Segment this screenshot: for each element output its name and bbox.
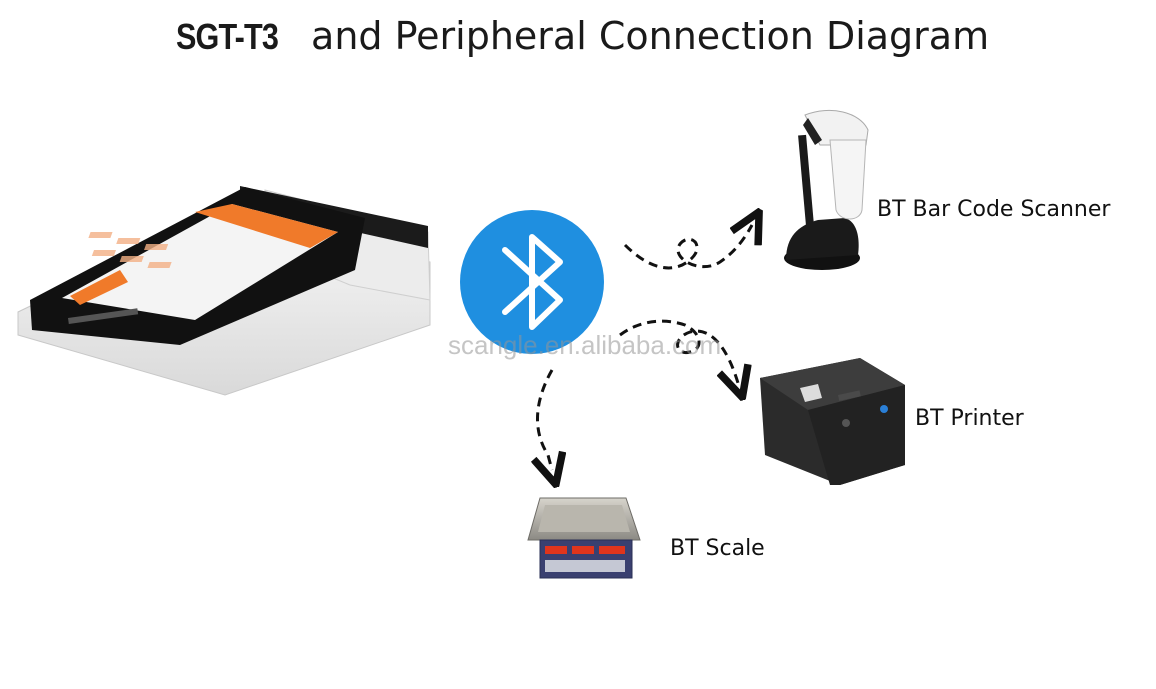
digital-scale-icon: [527, 497, 641, 579]
scanner-label: BT Bar Code Scanner: [877, 197, 1111, 222]
thermal-printer-icon: [760, 358, 905, 485]
connection-arrow-scanner: [623, 225, 752, 270]
model-name: SGT-T3: [175, 16, 279, 57]
scale-label: BT Scale: [670, 536, 765, 561]
watermark: scangle.en.alibaba.com: [448, 330, 722, 360]
connection-arrow-printer: [619, 319, 738, 383]
pos-terminal-icon: [17, 186, 431, 396]
connection-arrow-scale: [537, 369, 552, 470]
bluetooth-icon: [460, 210, 604, 354]
title-text: and Peripheral Connection Diagram: [311, 14, 990, 58]
barcode-scanner-icon: [784, 109, 869, 270]
printer-label: BT Printer: [915, 406, 1024, 431]
diagram-title: SGT-T3 and Peripheral Connection Diagram: [0, 14, 1156, 58]
